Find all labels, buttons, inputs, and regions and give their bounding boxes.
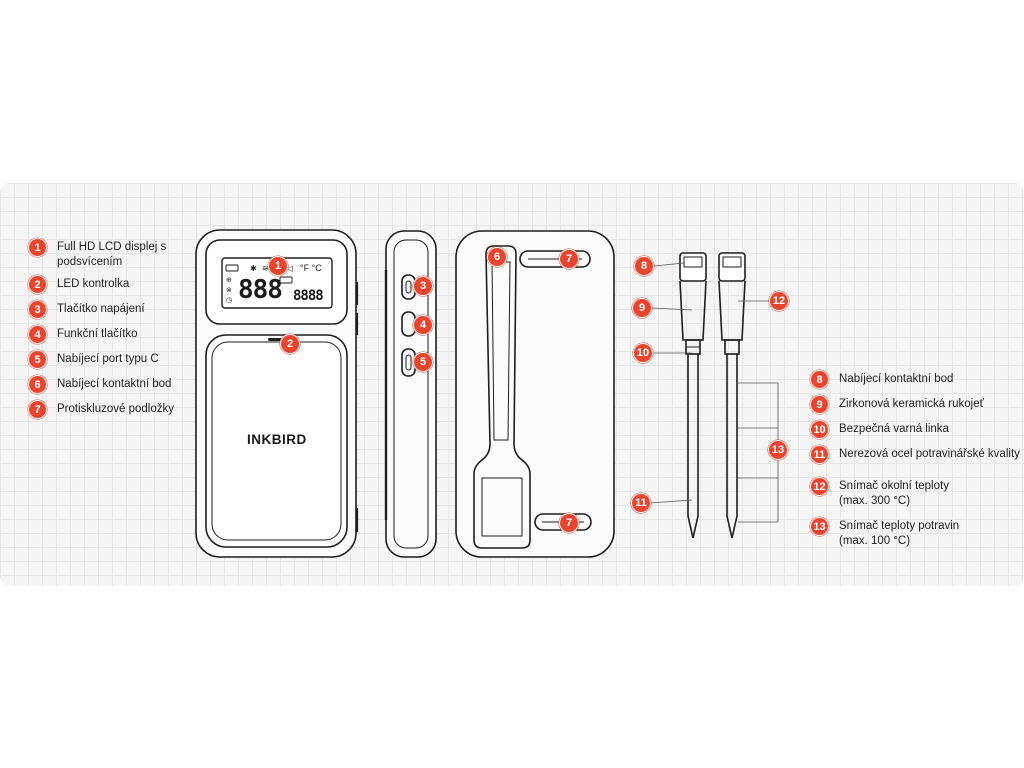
legend-badge: 1: [28, 238, 47, 257]
legend-label: LED kontrolka: [57, 278, 130, 290]
lcd-segments: ✱ ≋ ◁ ⊕ ⊗ ◷: [225, 264, 293, 304]
callout-badge: 8: [634, 256, 654, 276]
brand-logo: INKBIRD: [247, 432, 307, 447]
legend-item: 3 Tlačítko napájení: [28, 300, 145, 319]
legend-badge: 13: [810, 517, 829, 536]
legend-item: 9 Zirkonová keramická rukojeť: [810, 395, 984, 414]
legend-badge: 6: [28, 375, 47, 394]
legend-badge: 7: [28, 400, 47, 419]
legend-label: Zirkonová keramická rukojeť: [839, 398, 984, 410]
callout-badge: 5: [413, 352, 433, 372]
display-small-digits: 8888: [293, 288, 324, 304]
front-view: [195, 229, 359, 558]
legend-badge: 3: [28, 300, 47, 319]
legend-item: 7 Protiskluzové podložky: [28, 400, 174, 419]
callout-badge: 12: [769, 291, 789, 311]
legend-label: Nabíjecí kontaktní bod: [57, 378, 172, 390]
legend-label: Nabíjecí port typu C: [57, 353, 159, 365]
legend-item: 4 Funkční tlačítko: [28, 325, 138, 344]
legend-badge: 4: [28, 325, 47, 344]
legend-label: Funkční tlačítko: [57, 328, 138, 340]
legend-badge: 12: [810, 477, 829, 496]
leader-lines: [649, 262, 779, 523]
legend-label: Nerezová ocel potravinářské kvality: [839, 448, 1020, 460]
legend-badge: 10: [810, 420, 829, 439]
svg-text:⊗: ⊗: [226, 286, 232, 294]
callout-badge: 1: [268, 256, 288, 276]
callout-badge: 11: [631, 493, 651, 513]
legend-label: Snímač teploty potravin (max. 100 °C): [839, 520, 960, 547]
legend-label: Nabíjecí kontaktní bod: [839, 373, 954, 385]
legend-label: Tlačítko napájení: [57, 303, 145, 315]
legend-badge: 2: [28, 275, 47, 294]
callout-badge: 10: [633, 343, 653, 363]
legend-item: 5 Nabíjecí port typu C: [28, 350, 159, 369]
svg-text:≋: ≋: [262, 264, 269, 273]
callout-badge: 13: [768, 440, 788, 460]
legend-badge: 5: [28, 350, 47, 369]
callout-badge: 2: [280, 334, 300, 354]
svg-text:◷: ◷: [226, 296, 233, 304]
legend-item: 13 Snímač teploty potravin (max. 100 °C): [810, 517, 959, 549]
legend-label: Bezpečná varná linka: [839, 423, 949, 435]
legend-badge: 9: [810, 395, 829, 414]
callout-badge: 3: [413, 276, 433, 296]
legend-item: 11 Nerezová ocel potravinářské kvality: [810, 445, 1020, 464]
legend-label: Snímač okolní teploty (max. 300 °C): [839, 480, 949, 507]
probe-left: [679, 252, 707, 539]
legend-item: 6 Nabíjecí kontaktní bod: [28, 375, 171, 394]
display-units: °F °C: [300, 263, 322, 273]
legend-label: Protiskluzové podložky: [57, 403, 174, 415]
svg-text:⊕: ⊕: [226, 276, 232, 284]
callout-badge: 4: [413, 315, 433, 335]
legend-label: Full HD LCD displej s podsvícením: [57, 241, 167, 268]
legend-badge: 8: [810, 370, 829, 389]
legend-item: 12 Snímač okolní teploty (max. 300 °C): [810, 477, 949, 509]
callout-badge: 9: [632, 298, 652, 318]
legend-item: 1 Full HD LCD displej s podsvícením: [28, 238, 166, 270]
side-view: [384, 230, 437, 558]
legend-badge: 11: [810, 445, 829, 464]
legend-item: 10 Bezpečná varná linka: [810, 420, 949, 439]
probe-right: [718, 252, 746, 539]
callout-badge: 6: [487, 247, 507, 267]
legend-item: 2 LED kontrolka: [28, 275, 129, 294]
legend-item: 8 Nabíjecí kontaktní bod: [810, 370, 953, 389]
svg-text:✱: ✱: [250, 264, 257, 273]
callout-badge: 7: [559, 513, 579, 533]
display-main-digits: 888: [238, 275, 283, 305]
svg-text:◁: ◁: [286, 264, 293, 273]
back-view: [455, 230, 615, 558]
callout-badge: 7: [559, 249, 579, 269]
